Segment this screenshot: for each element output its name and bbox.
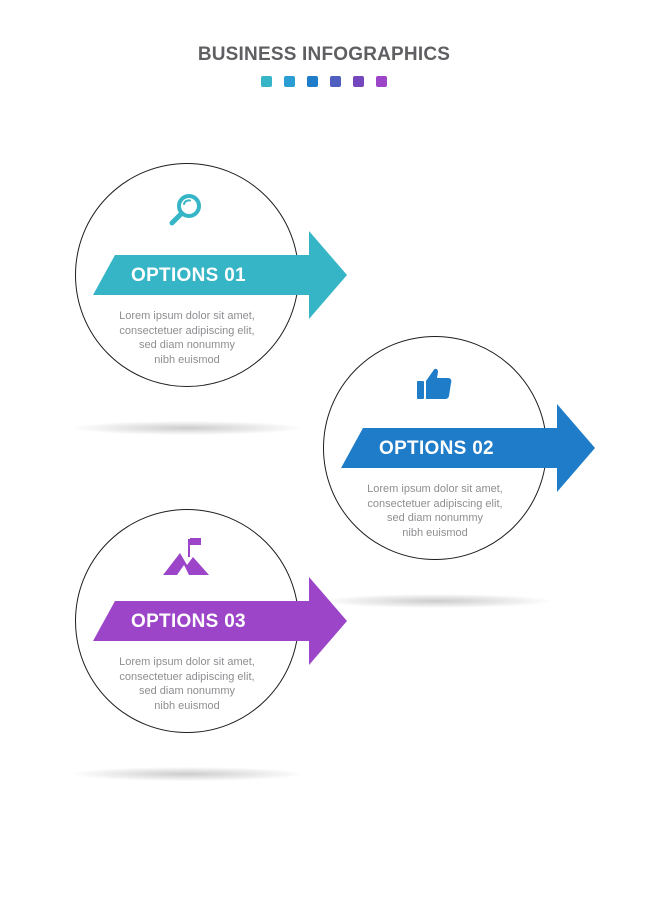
option-arrow <box>341 404 597 496</box>
option-shadow <box>72 421 302 435</box>
option-1: OPTIONS 01 Lorem ipsum dolor sit amet, c… <box>75 163 355 393</box>
option-arrow <box>93 577 349 669</box>
option-description: Lorem ipsum dolor sit amet, consectetuer… <box>119 310 255 366</box>
option-arrow <box>93 231 349 323</box>
color-dot <box>376 76 387 87</box>
color-dot <box>261 76 272 87</box>
option-shadow <box>72 767 302 781</box>
option-label: OPTIONS 01 <box>131 265 246 286</box>
mountain-flag-icon <box>163 535 211 579</box>
option-label: OPTIONS 03 <box>131 611 246 632</box>
option-description: Lorem ipsum dolor sit amet, consectetuer… <box>119 656 255 712</box>
page-title: BUSINESS INFOGRAPHICS <box>197 44 451 65</box>
color-dots <box>0 76 648 87</box>
color-dot <box>330 76 341 87</box>
color-dot <box>284 76 295 87</box>
magnifier-icon <box>167 191 207 231</box>
color-dot <box>353 76 364 87</box>
thumbs-up-icon <box>415 366 455 402</box>
option-3: OPTIONS 03 Lorem ipsum dolor sit amet, c… <box>75 509 355 739</box>
option-label: OPTIONS 02 <box>379 438 494 459</box>
option-description: Lorem ipsum dolor sit amet, consectetuer… <box>367 483 503 539</box>
color-dot <box>307 76 318 87</box>
option-2: OPTIONS 02 Lorem ipsum dolor sit amet, c… <box>323 336 603 566</box>
option-shadow <box>322 594 552 608</box>
